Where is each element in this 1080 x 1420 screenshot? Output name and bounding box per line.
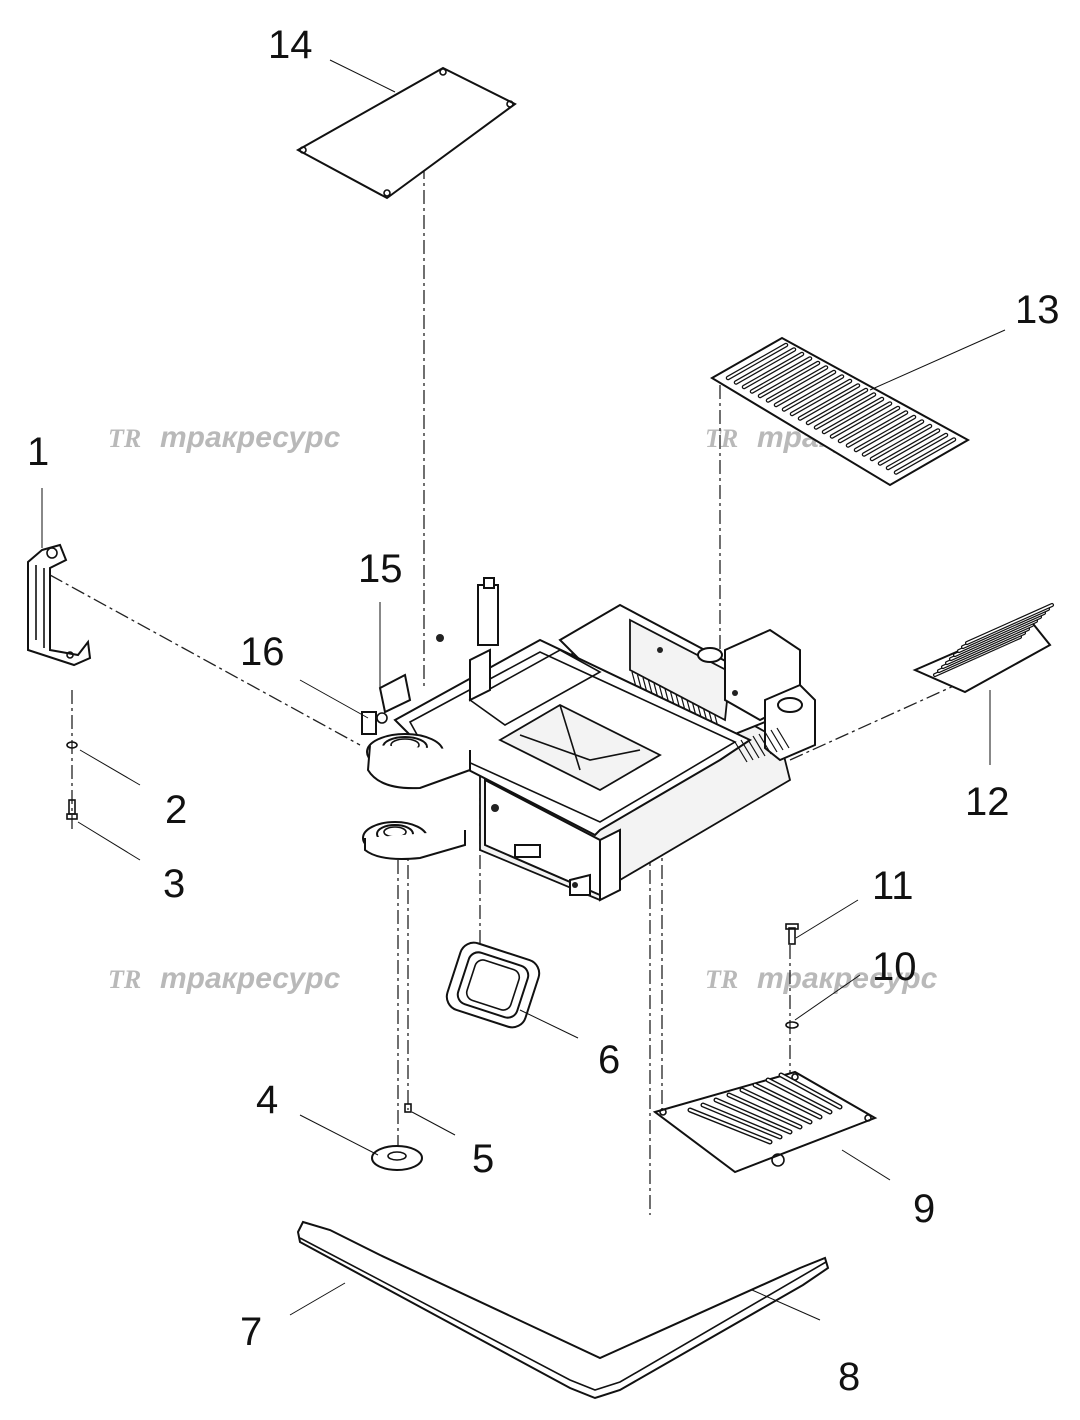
grating-slot	[807, 389, 867, 424]
grating-slot	[847, 411, 907, 447]
grating-slot	[863, 420, 923, 456]
grating-slot	[740, 1088, 812, 1124]
grating-slot	[938, 632, 1025, 672]
grill-fin	[764, 731, 778, 753]
grating-slot	[831, 402, 891, 438]
grating-slot	[753, 1083, 822, 1119]
part-11-bolt	[785, 923, 799, 945]
part-9-step-plate	[652, 1070, 878, 1174]
grating-slot	[766, 1078, 832, 1114]
grill-fin	[752, 735, 766, 757]
grating-slot	[701, 1103, 782, 1139]
grating-slot	[688, 1108, 772, 1144]
callout-2: 2	[165, 788, 187, 832]
grating-slot	[799, 384, 859, 420]
grating-slot	[823, 398, 883, 433]
grating-slot	[714, 1098, 792, 1134]
grill-fin	[734, 741, 748, 763]
part-13-floor-grating	[710, 336, 971, 487]
part-3-bolt	[66, 799, 78, 820]
main-frame-assembly	[361, 577, 816, 902]
part-6-rubber-boot	[445, 941, 541, 1029]
grating-slot	[775, 371, 835, 406]
callouts: 1 2 3 4 5 6 7 8 9 10 11 12 13 14 15 16	[27, 23, 1060, 1399]
watermark-logo: TR	[108, 965, 141, 994]
callout-1: 1	[27, 430, 49, 474]
grating-slot	[879, 429, 939, 465]
part-1-handle-bracket	[27, 543, 92, 667]
grill-fin	[776, 727, 790, 749]
watermark-bottom-left: TR тракресурс	[108, 962, 341, 995]
grill-fin	[770, 729, 784, 751]
watermark-logo: TR	[705, 965, 738, 994]
callout-12: 12	[965, 780, 1010, 824]
watermark-bottom-right: TR тракресурс	[705, 962, 938, 995]
part-10-washer	[785, 1021, 799, 1029]
grill-fin	[740, 739, 754, 761]
callout-9: 9	[913, 1187, 935, 1231]
callout-7: 7	[240, 1310, 262, 1354]
watermark-top-left: TR тракресурс	[108, 421, 341, 454]
grating-slot	[934, 636, 1021, 676]
callout-14: 14	[268, 23, 313, 67]
part-14-cover-plate	[295, 66, 517, 200]
grill-fin	[758, 733, 772, 755]
leader-lines	[41, 59, 1006, 1321]
callout-4: 4	[256, 1078, 278, 1122]
grating-slot	[895, 438, 955, 474]
callout-11: 11	[872, 864, 914, 908]
grating-slot	[767, 366, 827, 402]
watermark-text: тракресурс	[160, 421, 341, 454]
grating-slot	[783, 375, 843, 411]
callout-5: 5	[472, 1137, 494, 1181]
grating-slot	[966, 604, 1053, 644]
grating-slot	[871, 425, 931, 460]
watermark-logo: TR	[108, 424, 141, 453]
grating-slot	[815, 393, 875, 429]
grating-slot	[950, 620, 1037, 660]
grating-slot	[855, 416, 915, 451]
grating-slot	[743, 353, 803, 388]
grill-fin	[746, 737, 760, 759]
grating-slot	[727, 344, 787, 379]
grating-slot	[942, 628, 1029, 668]
watermark-text: тракресурс	[757, 962, 938, 995]
part-7-8-rubber-strip	[296, 1220, 830, 1400]
part-12-small-grating	[912, 603, 1054, 694]
grating-slot	[791, 380, 851, 415]
grating-slot	[962, 608, 1049, 648]
watermark-logo: TR	[705, 424, 738, 453]
grating-slot	[735, 348, 795, 384]
watermark-text: тракресурс	[160, 962, 341, 995]
callout-16: 16	[240, 630, 285, 674]
grating-slot	[958, 612, 1045, 652]
callout-3: 3	[163, 862, 185, 906]
grating-slot	[839, 407, 899, 442]
callout-6: 6	[598, 1038, 620, 1082]
callout-13: 13	[1015, 288, 1060, 332]
grating-slot	[954, 616, 1041, 656]
grating-slot	[751, 357, 811, 393]
grating-slot	[887, 434, 947, 469]
part-2-washer	[66, 741, 78, 749]
callout-10: 10	[872, 945, 917, 989]
grating-slot	[727, 1093, 802, 1129]
alignment-lines	[49, 140, 1001, 1215]
part-4-shim	[371, 1145, 423, 1171]
callout-8: 8	[838, 1355, 860, 1399]
grating-slot	[759, 362, 819, 397]
grating-slot	[946, 624, 1033, 664]
part-5-pin	[404, 1103, 412, 1113]
callout-15: 15	[358, 547, 403, 591]
grating-slot	[779, 1073, 842, 1109]
